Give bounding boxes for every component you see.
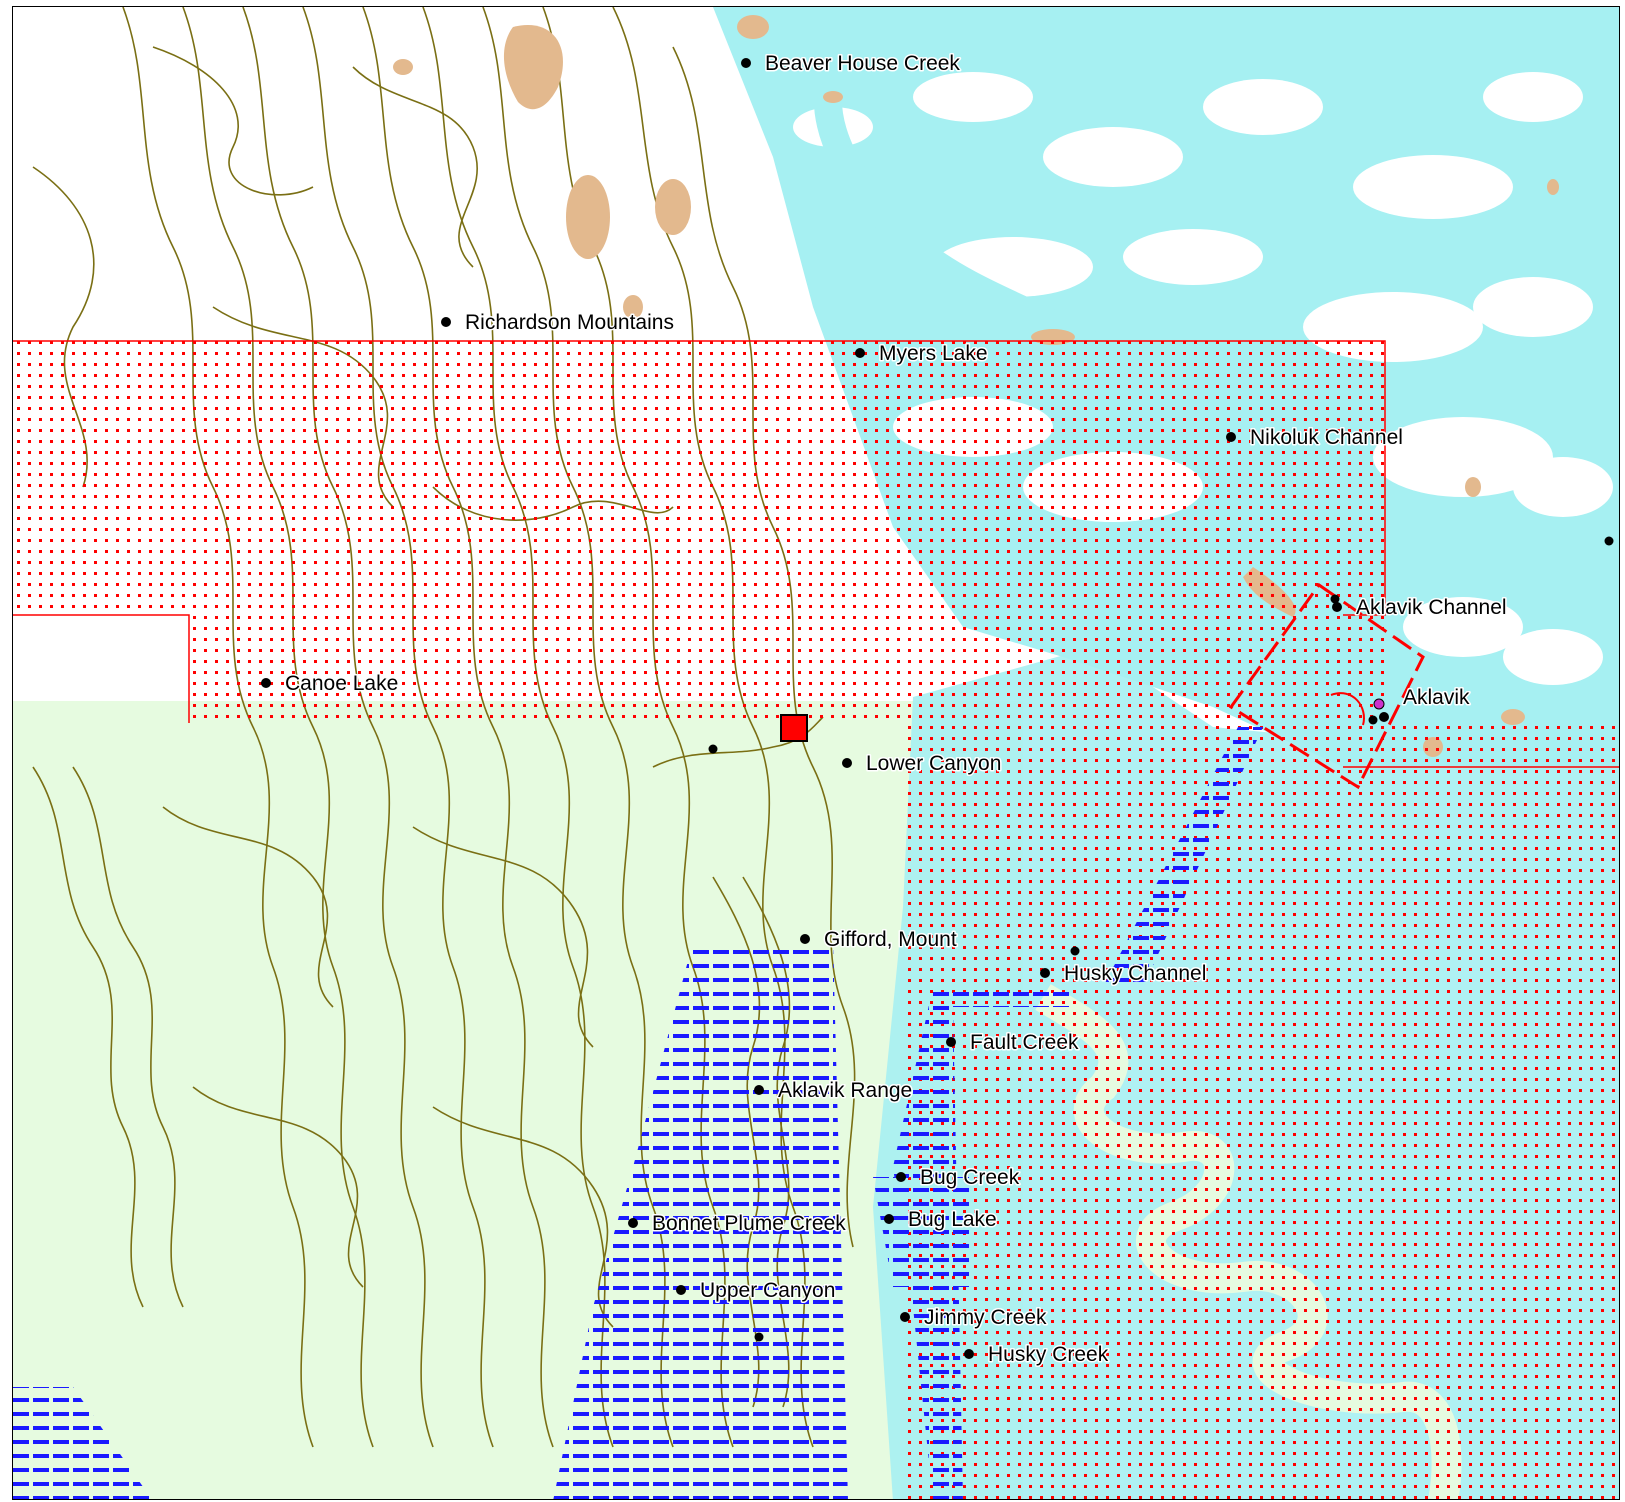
point-feature: [708, 744, 718, 754]
protected-zone: [13, 340, 1619, 1499]
place-label: Gifford, Mount: [824, 928, 957, 951]
aklavik-boundary: [1228, 582, 1425, 790]
place-marker[interactable]: Canoe Lake: [261, 671, 400, 697]
point-feature: [1330, 594, 1340, 604]
place-label: Jimmy Creek: [924, 1306, 1047, 1329]
place-marker[interactable]: Bug Lake: [884, 1207, 998, 1233]
place-label: Beaver House Creek: [765, 52, 960, 75]
point-feature: [1070, 946, 1080, 956]
place-marker[interactable]: Bug Creek: [896, 1165, 1021, 1191]
place-label: Aklavik Channel: [1356, 596, 1507, 619]
place-marker[interactable]: Fault Creek: [946, 1030, 1081, 1056]
place-marker[interactable]: Beaver House Creek: [741, 51, 962, 77]
map-canvas[interactable]: Beaver House Creek Richardson Mountains …: [13, 7, 1620, 1500]
place-label: Lower Canyon: [866, 752, 1001, 775]
place-marker[interactable]: Jimmy Creek: [900, 1305, 1049, 1331]
place-marker[interactable]: Aklavik Channel: [1332, 595, 1508, 621]
place-marker[interactable]: Husky Creek: [964, 1342, 1110, 1368]
aklavik-trail: [1330, 692, 1365, 726]
point-feature: [754, 1332, 764, 1342]
place-marker[interactable]: Aklavik Range: [754, 1078, 914, 1104]
place-marker[interactable]: Gifford, Mount: [800, 927, 958, 953]
place-marker[interactable]: Lower Canyon: [842, 751, 1003, 777]
place-marker[interactable]: Myers Lake: [855, 341, 989, 367]
place-marker[interactable]: Nikoluk Channel: [1226, 425, 1404, 451]
place-marker[interactable]: Aklavik: [1379, 685, 1472, 722]
place-label: Nikoluk Channel: [1250, 426, 1403, 449]
place-marker[interactable]: Bonnet Plume Creek: [628, 1211, 848, 1237]
place-marker[interactable]: Richardson Mountains: [441, 310, 675, 336]
place-label: Aklavik: [1403, 686, 1470, 709]
place-label: Aklavik Range: [778, 1079, 912, 1102]
place-label: Bug Creek: [920, 1166, 1020, 1189]
aklavik-settlement-dot: [1373, 698, 1385, 710]
place-marker[interactable]: Upper Canyon: [676, 1278, 837, 1304]
map-frame[interactable]: Beaver House Creek Richardson Mountains …: [12, 6, 1620, 1500]
place-marker[interactable]: Husky Channel: [1040, 961, 1208, 987]
place-label: Bonnet Plume Creek: [652, 1212, 846, 1235]
place-label: Fault Creek: [970, 1031, 1079, 1054]
place-label: Myers Lake: [879, 342, 988, 365]
point-feature: [1368, 715, 1378, 725]
place-label: Bug Lake: [908, 1208, 997, 1231]
place-label: Husky Channel: [1064, 962, 1206, 985]
hatch-corridors: [13, 727, 1263, 1499]
place-label: Canoe Lake: [285, 672, 398, 695]
lowland-area: [13, 701, 1023, 1499]
place-label: Upper Canyon: [700, 1279, 835, 1302]
place-label: Husky Creek: [988, 1343, 1109, 1366]
place-label: Richardson Mountains: [465, 311, 674, 334]
point-feature: [1604, 536, 1614, 546]
location-marker[interactable]: [780, 714, 808, 742]
